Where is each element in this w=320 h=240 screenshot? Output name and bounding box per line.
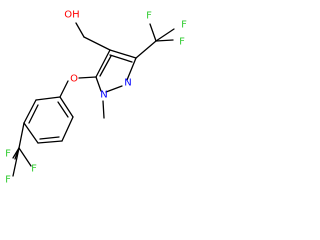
ether-oxygen-label: O [70,74,78,85]
structure-drawing: OH N N O F F F F F F [5,10,187,186]
bond-ar-cf3 [18,122,25,149]
molecule-diagram: OH N N O F F F F F F [5,10,187,186]
bond-n1-c5 [95,76,102,92]
bond-c5-c4-double [99,55,112,77]
bond-c5-o [78,76,97,79]
bond-cf3-top-f3 [155,28,175,42]
cf3-top-f2-label: F [179,37,185,48]
bond-ar3 [37,140,63,144]
bond-ar6 [35,96,61,101]
cf3-bottom-f2-label: F [5,175,11,186]
pyrazole-n2-label: N [124,78,131,89]
bond-c3-cf3 [135,40,157,59]
pyrazole-n1-label: N [100,90,107,101]
bond-cf3-top-f2 [155,39,174,42]
cf3-bottom-f3-label: F [31,164,37,175]
bond-n1-methyl [102,100,105,119]
bond-c5-c4 [95,49,111,78]
bond-ar5 [23,99,37,124]
bond-c4-ch2 [83,36,111,51]
bond-cf3-bottom-f4 [12,147,20,177]
bond-ch2-oh [75,22,85,38]
atom-labels: OH N N O F F F F F F [5,10,187,186]
bond-ar-inner1 [57,101,69,118]
bond-cf3-bottom-f3 [18,147,32,167]
bond-c3-n2 [126,57,137,81]
bond-o-aryl [59,80,69,98]
bond-c4-c3 [109,49,137,59]
cf3-top-f3-label: F [181,20,187,31]
cf3-bottom-f1-label: F [5,149,11,160]
hydroxyl-label: OH [64,10,79,21]
bond-ar1 [59,96,74,118]
bond-ar-inner2 [39,136,60,140]
bond-n2-n1 [105,85,123,93]
bond-ar-inner3 [28,104,39,124]
bonds [12,22,175,177]
bond-ar4 [23,122,39,144]
bond-c4-c3-double [109,54,133,63]
bond-cf3-top-f1 [149,23,157,42]
cf3-top-f1-label: F [146,11,152,22]
bond-ar2 [61,116,74,142]
